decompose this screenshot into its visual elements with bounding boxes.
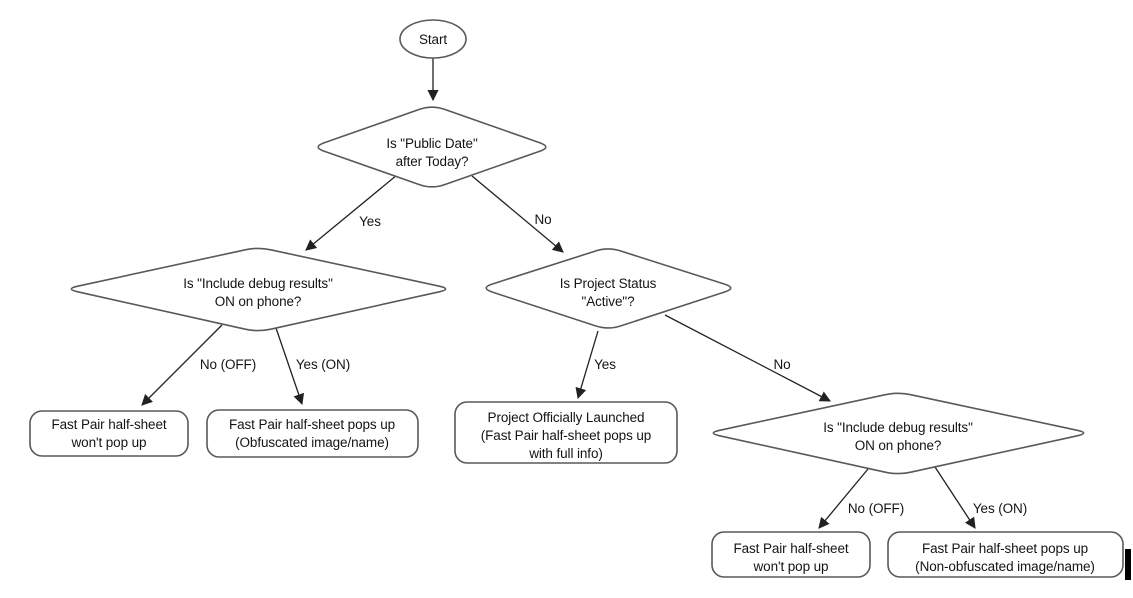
launched-box-shape xyxy=(454,401,678,464)
edge-public-date-yes xyxy=(305,174,398,251)
public-date-label-line1: Is "Public Date" xyxy=(386,136,478,151)
flow-edge-labels: Yes No No (OFF) Yes (ON) Yes No No (OFF)… xyxy=(200,212,1027,516)
popup-obfuscated-label-line2: (Obfuscated image/name) xyxy=(235,435,389,450)
edge-debug-right-yes-on xyxy=(934,466,976,529)
flow-edges xyxy=(141,58,976,529)
debug-left-label-line2: ON on phone? xyxy=(215,294,302,309)
edge-label-debug-left-yes: Yes (ON) xyxy=(296,357,350,372)
node-result-popup-obfuscated: Fast Pair half-sheet pops up (Obfuscated… xyxy=(206,409,419,458)
no-popup-left-label-line2: won't pop up xyxy=(71,435,147,450)
no-popup-right-label-line2: won't pop up xyxy=(753,559,829,574)
edge-public-date-no xyxy=(471,175,564,253)
edge-label-project-status-no: No xyxy=(773,357,790,372)
edge-label-project-status-yes: Yes xyxy=(594,357,616,372)
debug-right-label-line2: ON on phone? xyxy=(855,438,942,453)
edge-label-debug-right-yes: Yes (ON) xyxy=(973,501,1027,516)
popup-nonobfuscated-box-shape xyxy=(887,531,1124,578)
edge-project-status-no xyxy=(664,314,831,402)
edge-label-debug-left-no: No (OFF) xyxy=(200,357,256,372)
debug-right-label-line1: Is "Include debug results" xyxy=(823,420,973,435)
launched-label-line1: Project Officially Launched xyxy=(488,410,645,425)
node-decision-debug-left: Is "Include debug results" ON on phone? xyxy=(70,247,447,332)
debug-left-diamond-shape xyxy=(70,247,447,332)
project-status-label-line2: "Active"? xyxy=(582,294,635,309)
launched-label-line2: (Fast Pair half-sheet pops up xyxy=(481,428,651,443)
node-result-launched: Project Officially Launched (Fast Pair h… xyxy=(454,401,678,464)
popup-obfuscated-label-line1: Fast Pair half-sheet pops up xyxy=(229,417,395,432)
popup-nonobfuscated-label-line1: Fast Pair half-sheet pops up xyxy=(922,541,1088,556)
launched-label-line3: with full info) xyxy=(528,446,603,461)
debug-left-label-line1: Is "Include debug results" xyxy=(183,276,333,291)
debug-right-diamond-shape xyxy=(712,392,1085,475)
project-status-label-line1: Is Project Status xyxy=(560,276,657,291)
no-popup-right-box-shape xyxy=(711,531,871,578)
node-decision-debug-right: Is "Include debug results" ON on phone? xyxy=(712,392,1085,475)
edge-label-debug-right-no: No (OFF) xyxy=(848,501,904,516)
node-result-popup-nonobfuscated: Fast Pair half-sheet pops up (Non-obfusc… xyxy=(887,531,1124,578)
node-result-no-popup-right: Fast Pair half-sheet won't pop up xyxy=(711,531,871,578)
public-date-diamond-shape xyxy=(317,106,547,188)
popup-nonobfuscated-label-line2: (Non-obfuscated image/name) xyxy=(915,559,1095,574)
edge-label-public-date-no: No xyxy=(534,212,551,227)
node-decision-project-status: Is Project Status "Active"? xyxy=(485,248,732,329)
no-popup-left-label-line1: Fast Pair half-sheet xyxy=(51,417,166,432)
start-label: Start xyxy=(419,32,447,47)
no-popup-right-label-line1: Fast Pair half-sheet xyxy=(733,541,848,556)
public-date-label-line2: after Today? xyxy=(396,154,469,169)
edge-label-public-date-yes: Yes xyxy=(359,214,381,229)
node-decision-public-date: Is "Public Date" after Today? xyxy=(317,106,547,188)
start-terminator-shape xyxy=(399,19,467,59)
node-result-no-popup-left: Fast Pair half-sheet won't pop up xyxy=(29,410,189,457)
edge-debug-left-yes-on xyxy=(275,327,305,406)
no-popup-left-box-shape xyxy=(29,410,189,457)
popup-obfuscated-box-shape xyxy=(206,409,419,458)
text-cursor-artifact xyxy=(1125,549,1131,580)
node-start: Start xyxy=(399,19,467,59)
edge-debug-left-no-off xyxy=(141,324,223,406)
edge-debug-right-no-off xyxy=(818,468,869,529)
flow-nodes: Start Is "Public Date" after Today? Is "… xyxy=(29,19,1124,578)
project-status-diamond-shape xyxy=(485,248,732,329)
edge-project-status-yes xyxy=(575,330,599,400)
